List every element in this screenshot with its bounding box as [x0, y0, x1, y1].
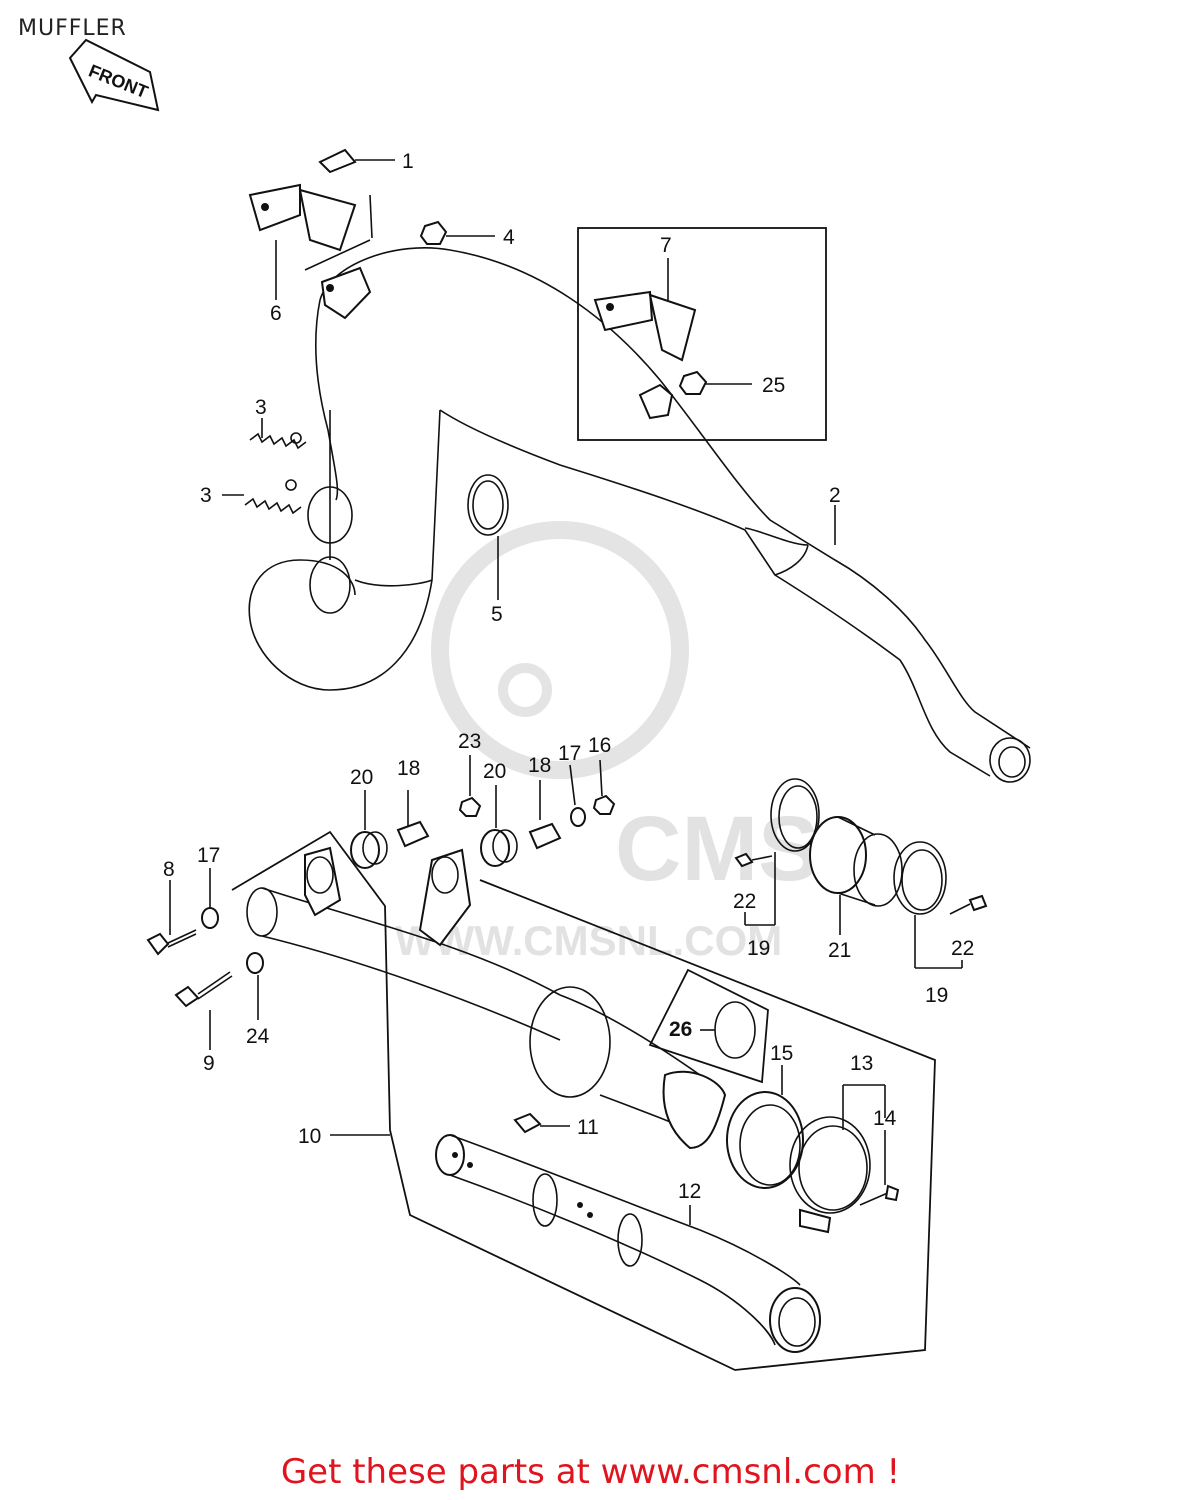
callout-1: 1: [402, 150, 414, 173]
collar-18b: [528, 822, 562, 850]
watermark-url: WWW.CMSNL.COM: [395, 917, 782, 964]
callout-14: 14: [873, 1107, 897, 1130]
callout-23: 23: [458, 730, 481, 753]
callout-24: 24: [246, 1025, 270, 1048]
callout-numbers: 1 2 3 3 4 5 6 7 8 9 10 11 12 13 14 15 16…: [163, 150, 974, 1203]
callout-12: 12: [678, 1180, 701, 1203]
callout-3a: 3: [255, 396, 267, 419]
bolt-1: [318, 148, 395, 174]
callout-17b: 17: [197, 844, 220, 867]
front-arrow-icon: FRONT: [68, 38, 160, 112]
bracket-7-box: [577, 227, 827, 441]
nut-16: [592, 794, 616, 815]
washer-17: [201, 907, 219, 929]
callout-15: 15: [770, 1042, 793, 1065]
silencer-12: [435, 1134, 821, 1353]
callout-13: 13: [850, 1052, 873, 1075]
nut-23: [458, 796, 482, 817]
callout-5: 5: [491, 603, 503, 626]
clamp-19a: [770, 778, 820, 852]
gasket-26: [714, 1001, 756, 1059]
leader-lines: [169, 240, 963, 1225]
callout-22b: 22: [951, 937, 974, 960]
callout-10: 10: [298, 1125, 321, 1148]
bolt-22b: [949, 894, 988, 915]
callout-11: 11: [577, 1116, 599, 1139]
nut-25: [678, 370, 752, 395]
callout-19a: 19: [747, 937, 770, 960]
footer-link-text[interactable]: Get these parts at www.cmsnl.com !: [280, 1452, 901, 1492]
footer-link[interactable]: Get these parts at www.cmsnl.com !: [0, 1452, 1181, 1492]
expansion-chamber: [248, 246, 1031, 783]
callout-21: 21: [828, 939, 851, 962]
callout-3b: 3: [200, 484, 212, 507]
bolt-8: [146, 929, 197, 956]
callout-6: 6: [270, 302, 282, 325]
callout-16: 16: [588, 734, 611, 757]
grommet-20a: [350, 831, 388, 869]
clamp-19b: [893, 841, 947, 915]
bolt-22a: [734, 852, 773, 868]
callout-18a: 18: [397, 757, 420, 780]
muffler-10-outline: [231, 830, 936, 1371]
grommet-20b: [480, 829, 518, 867]
callout-2: 2: [829, 484, 841, 507]
callout-9: 9: [203, 1052, 215, 1075]
callout-25: 25: [762, 374, 785, 397]
joint-21: [809, 816, 903, 907]
nut-4: [419, 220, 495, 245]
callout-22a: 22: [733, 890, 756, 913]
bracket-6: [248, 183, 357, 252]
callout-7: 7: [660, 234, 672, 257]
callout-17a: 17: [558, 742, 581, 765]
bracket-7: [593, 290, 697, 420]
gasket-26-box: [648, 968, 769, 1084]
callout-26: 26: [669, 1018, 692, 1041]
washer-17b: [570, 807, 586, 827]
muffler-body: [246, 846, 727, 1150]
callout-20b: 20: [483, 760, 506, 783]
washer-24: [246, 952, 264, 974]
ring-15: [726, 1091, 804, 1189]
bolt-9: [174, 971, 233, 1008]
page-title: MUFFLER: [18, 16, 127, 41]
clamp-13: [789, 1116, 871, 1234]
gasket-5: [467, 474, 509, 536]
callout-20a: 20: [350, 766, 373, 789]
callout-18b: 18: [528, 754, 551, 777]
callout-19b: 19: [925, 984, 948, 1007]
bolt-14: [859, 1184, 900, 1206]
callout-8: 8: [163, 858, 175, 881]
callout-4: 4: [503, 226, 515, 249]
bolt-11: [513, 1112, 570, 1134]
collar-18a: [396, 820, 430, 848]
springs-3: [244, 432, 307, 515]
